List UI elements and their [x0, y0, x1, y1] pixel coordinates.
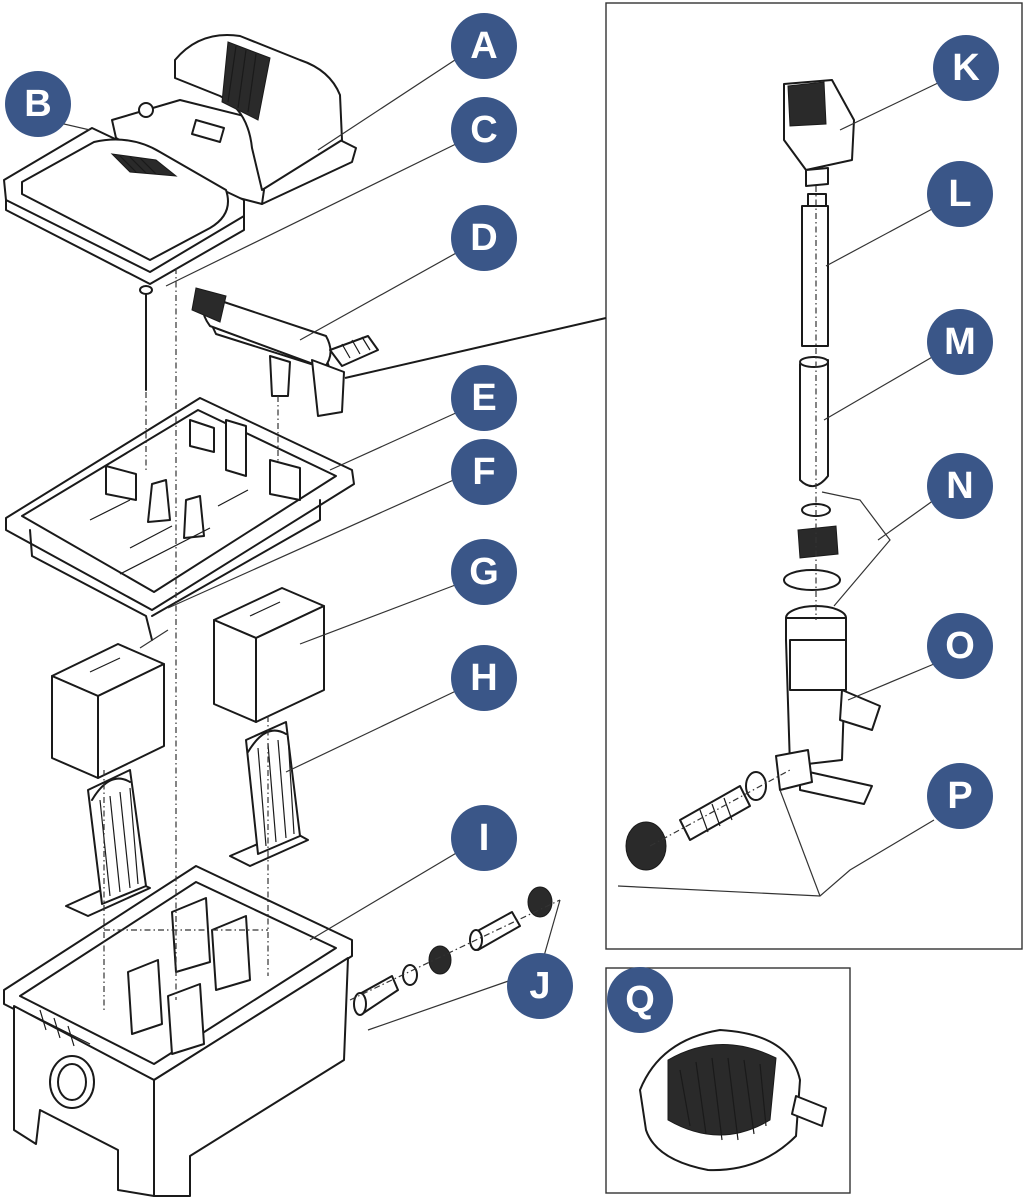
part-o-drawing — [775, 605, 881, 805]
uv-clarifier-detail-frame — [605, 2, 1023, 950]
badge-b: B — [5, 71, 71, 137]
label-g: G — [469, 551, 499, 593]
label-q: Q — [625, 979, 655, 1021]
label-e: E — [471, 377, 496, 419]
badge-o: O — [927, 613, 993, 679]
part-n-drawing — [783, 503, 841, 591]
cover-b-drawing — [3, 127, 245, 285]
assembly-axes — [103, 186, 817, 1010]
leader-lines — [37, 57, 941, 1031]
label-m: M — [944, 321, 976, 363]
label-h: H — [470, 657, 497, 699]
badge-f: F — [451, 439, 517, 505]
part-p-drawing — [625, 771, 767, 871]
pump-detail-frame — [605, 967, 851, 1194]
fittings-j-drawing — [353, 886, 553, 1016]
badge-m: M — [927, 309, 993, 375]
label-n: N — [946, 465, 973, 507]
cover-a-drawing — [111, 34, 357, 205]
badge-i: I — [451, 805, 517, 871]
sponge-g-right-drawing — [213, 587, 325, 723]
part-k-drawing — [783, 79, 855, 187]
badge-n: N — [927, 453, 993, 519]
part-d-drawing — [191, 287, 379, 417]
part-c-drawing — [139, 285, 153, 391]
badge-h: H — [451, 645, 517, 711]
label-p: P — [947, 775, 972, 817]
label-f: F — [472, 451, 495, 493]
holder-h-left-drawing — [65, 769, 151, 917]
badge-q: Q — [607, 967, 673, 1033]
badge-a: A — [451, 13, 517, 79]
pump-q-drawing — [639, 1029, 827, 1172]
tray-e-drawing — [5, 397, 355, 641]
badge-l: L — [927, 161, 993, 227]
label-i: I — [479, 817, 490, 859]
label-a: A — [470, 25, 497, 67]
label-l: L — [948, 173, 971, 215]
badge-d: D — [451, 205, 517, 271]
label-d: D — [470, 217, 497, 259]
badge-p: P — [927, 763, 993, 829]
part-l-drawing — [801, 193, 829, 347]
label-j: J — [529, 965, 550, 1007]
badge-e: E — [451, 365, 517, 431]
part-m-drawing — [799, 356, 829, 487]
sponge-g-left-drawing — [51, 643, 165, 779]
label-k: K — [952, 47, 980, 89]
label-c: C — [470, 109, 497, 151]
holder-h-right-drawing — [229, 721, 309, 867]
badge-c: C — [451, 97, 517, 163]
badge-j: J — [507, 953, 573, 1019]
label-b: B — [24, 83, 51, 125]
label-o: O — [945, 625, 975, 667]
detail-connector-line — [344, 317, 607, 379]
box-i-drawing — [3, 865, 353, 1197]
badge-g: G — [451, 539, 517, 605]
badge-k: K — [933, 35, 999, 101]
